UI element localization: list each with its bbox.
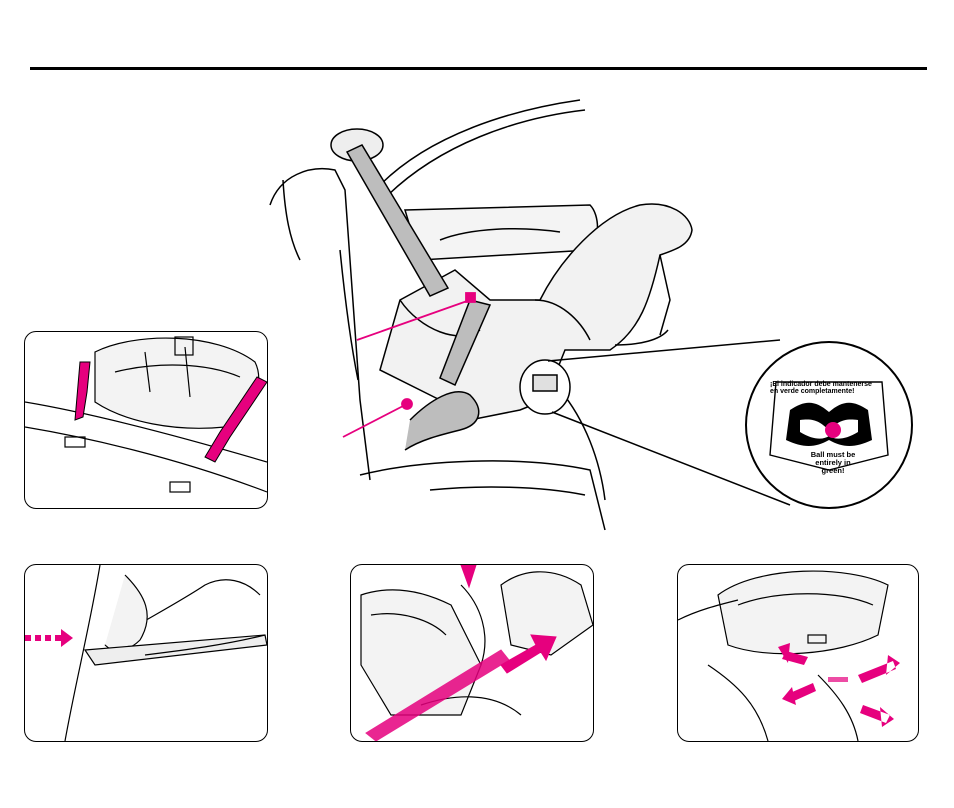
rock-test-panel <box>677 564 919 742</box>
latch-connector-panel <box>24 331 268 509</box>
indicator-instruction-en: Ball must be entirely in green! <box>810 450 856 475</box>
tighten-arrow-icon <box>500 634 557 674</box>
push-arrow-icon <box>25 629 73 647</box>
connector-attach-panel <box>24 564 268 742</box>
level-indicator-icon <box>769 381 889 471</box>
latch-connector-illustration <box>25 336 267 493</box>
header-rule <box>30 67 927 70</box>
tighten-strap-panel <box>350 564 594 742</box>
indicator-instruction-es: ¡El indicador debe mantenerse en verde c… <box>770 381 872 396</box>
rock-test-arrows-icon <box>778 643 900 727</box>
